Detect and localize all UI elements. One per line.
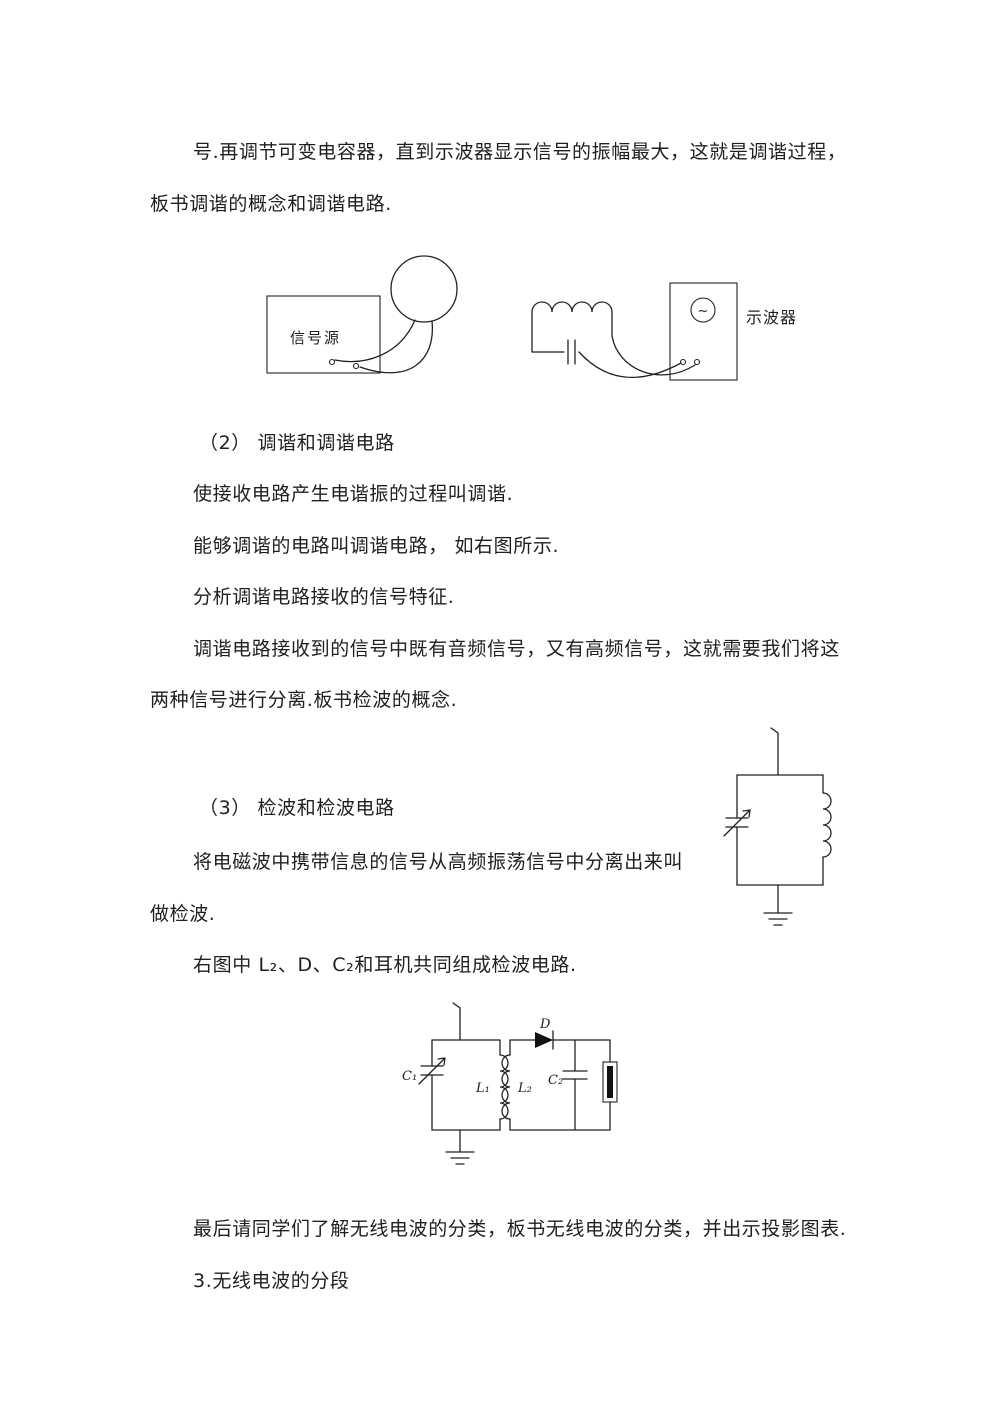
signal-source-apparatus: 信号源 bbox=[266, 255, 458, 374]
paragraph-line: 最后请同学们了解无线电波的分类，板书无线电波的分类，并出示投影图表. bbox=[193, 1218, 847, 1240]
circuit-wire bbox=[611, 311, 696, 376]
paragraph-line: 做检波. bbox=[150, 903, 216, 925]
oscilloscope-label: 示波器 bbox=[746, 308, 797, 327]
section-heading-4: 3.无线电波的分段 bbox=[193, 1270, 350, 1292]
paragraph-line: 右图中 L₂、D、C₂和耳机共同组成检波电路. bbox=[193, 954, 577, 976]
section-heading-2: （2） 调谐和调谐电路 bbox=[199, 432, 395, 454]
detector-circuit: C₁ L₁ L₂ C₂ D bbox=[402, 1002, 618, 1165]
l2-label: L₂ bbox=[517, 1081, 532, 1096]
paragraph-line: 分析调谐电路接收的信号特征. bbox=[193, 586, 455, 608]
loop-antenna-icon bbox=[390, 255, 458, 323]
tuning-circuit-figure bbox=[723, 727, 832, 926]
capacitor-icon bbox=[562, 1070, 588, 1080]
signal-source-label: 信号源 bbox=[290, 329, 341, 347]
circuit-wire bbox=[531, 311, 565, 353]
paragraph-line: 能够调谐的电路叫调谐电路， 如右图所示. bbox=[193, 535, 560, 557]
secondary-coil-icon bbox=[501, 1054, 511, 1120]
oscilloscope-screen-icon bbox=[690, 297, 716, 323]
d-label: D bbox=[539, 1017, 551, 1032]
paragraph-line: 调谐电路接收到的信号中既有音频信号，又有高频信号，这就需要我们将这 bbox=[193, 638, 840, 660]
tuning-circuit bbox=[723, 727, 832, 926]
inductor-icon bbox=[822, 792, 832, 858]
terminal-icon bbox=[328, 358, 336, 366]
paragraph-line: 使接收电路产生电谐振的过程叫调谐. bbox=[193, 483, 514, 505]
c1-label: C₁ bbox=[402, 1069, 417, 1084]
ground-icon bbox=[445, 1151, 475, 1165]
paragraph-line: 板书调谐的概念和调谐电路. bbox=[150, 193, 392, 215]
terminal-icon bbox=[679, 358, 687, 366]
coil-icon bbox=[531, 301, 613, 313]
circuit-wire bbox=[578, 351, 682, 379]
oscilloscope-box bbox=[669, 282, 738, 381]
c2-label: C₂ bbox=[548, 1073, 563, 1088]
signal-source-box bbox=[266, 295, 381, 374]
diode-icon bbox=[535, 1032, 553, 1048]
section-heading-3: （3） 检波和检波电路 bbox=[199, 797, 395, 819]
terminal-icon bbox=[352, 362, 360, 370]
detector-circuit-figure: C₁ L₁ L₂ C₂ D bbox=[402, 1002, 618, 1165]
paragraph-line: 将电磁波中携带信息的信号从高频振荡信号中分离出来叫 bbox=[193, 851, 684, 873]
primary-coil-icon bbox=[499, 1054, 509, 1120]
paragraph-line: 号.再调节可变电容器，直到示波器显示信号的振幅最大，这就是调谐过程， bbox=[193, 141, 847, 163]
sine-symbol: ~ bbox=[698, 304, 709, 319]
variable-capacitor-arrow-icon bbox=[418, 1057, 446, 1085]
antenna-icon bbox=[452, 1002, 461, 1041]
lead-wire bbox=[334, 319, 416, 363]
receiver-apparatus: ~ 示波器 bbox=[531, 282, 797, 381]
earphone-core-icon bbox=[607, 1066, 613, 1098]
paragraph-line: 两种信号进行分离.板书检波的概念. bbox=[150, 689, 458, 711]
tuning-demo-figure: 信号源 ~ 示波器 bbox=[266, 255, 797, 381]
antenna-icon bbox=[770, 727, 779, 776]
capacitor-icon bbox=[567, 339, 576, 365]
terminal-icon bbox=[693, 358, 701, 366]
l1-label: L₁ bbox=[475, 1081, 490, 1096]
variable-capacitor-arrow-icon bbox=[723, 809, 751, 837]
ground-icon bbox=[763, 912, 793, 926]
lead-wire bbox=[359, 320, 433, 374]
